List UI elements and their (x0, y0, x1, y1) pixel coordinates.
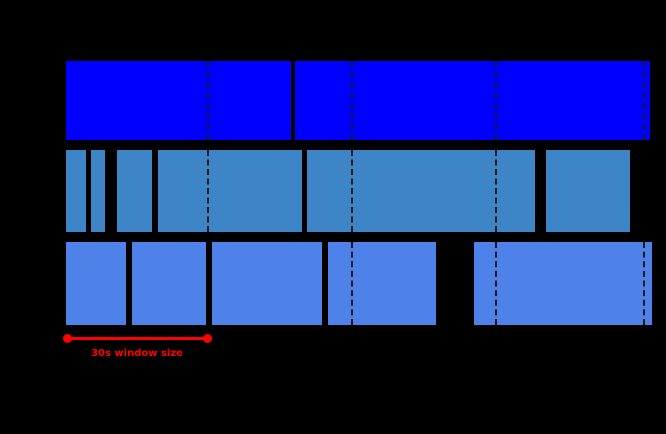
timeline-segment (66, 150, 86, 232)
timeline-segment (91, 150, 105, 232)
timeline-segment (546, 150, 630, 232)
timeline-segment (66, 242, 126, 325)
timeline-segment (158, 150, 302, 232)
timeline-segment (66, 61, 291, 140)
window-size-arrow-cap-right (203, 334, 212, 343)
timeline-segment (474, 242, 652, 325)
timeline-segment (295, 61, 650, 140)
timeline-segment (328, 242, 436, 325)
window-size-arrow-line (67, 337, 207, 340)
window-size-label: 30s window size (91, 348, 183, 359)
timeline-segment (307, 150, 535, 232)
timeline-segment (132, 242, 206, 325)
timeline-segment (117, 150, 152, 232)
window-size-arrow-cap-left (63, 334, 72, 343)
timeline-segment (212, 242, 322, 325)
